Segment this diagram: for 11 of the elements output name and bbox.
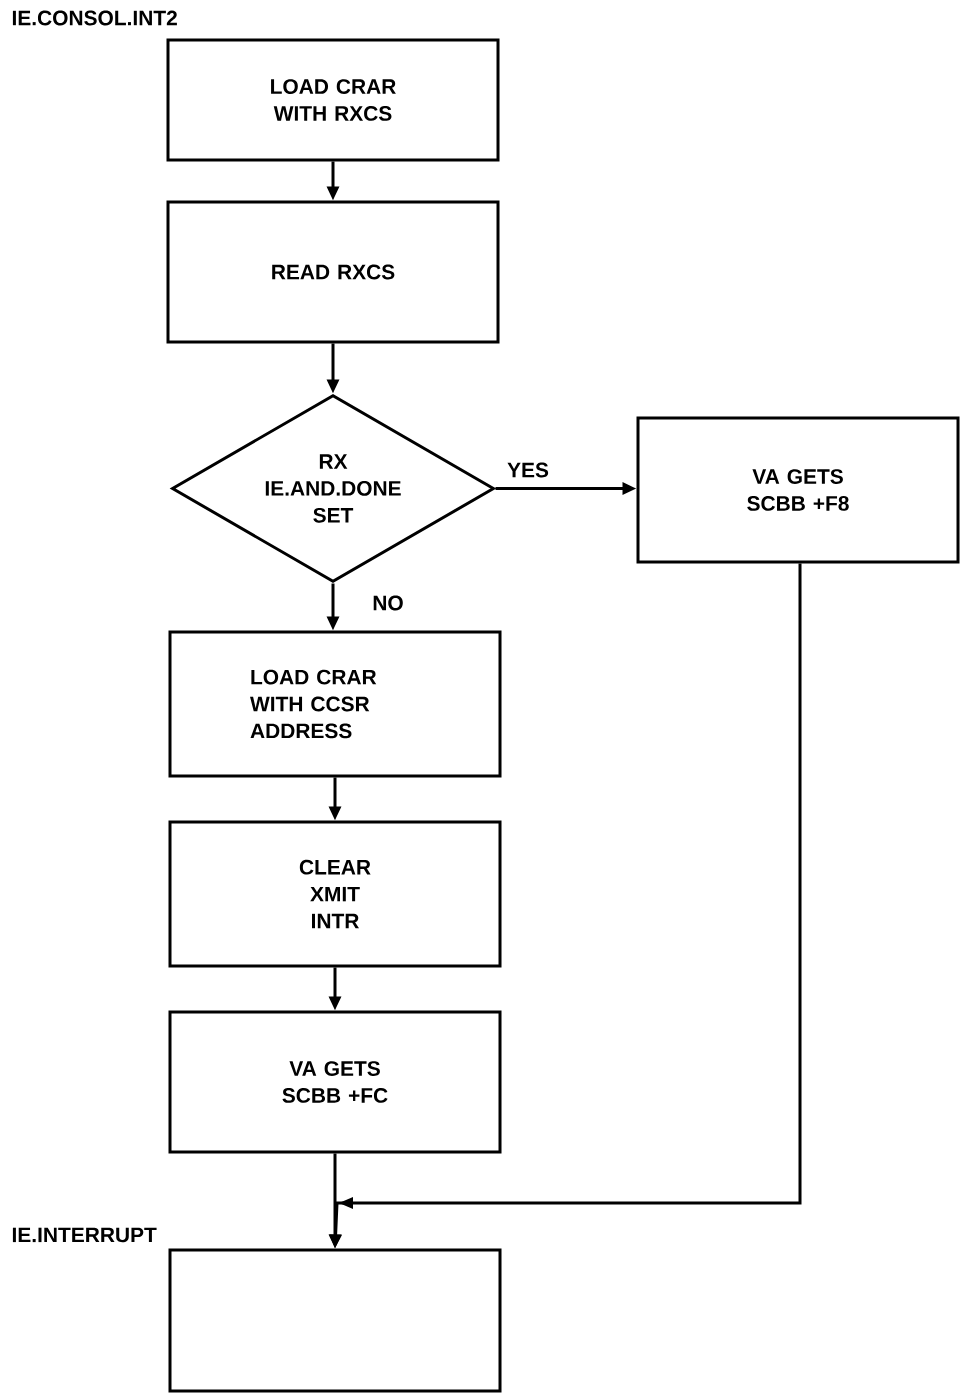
process-box: VA GETS SCBB +F8 xyxy=(636,416,960,564)
entry-label: IE.INTERRUPT xyxy=(12,1227,157,1243)
process-box: READ RXCS xyxy=(166,200,500,344)
entry-label: IE.CONSOL.INT2 xyxy=(12,10,177,26)
edge-label: YES xyxy=(506,461,550,479)
edge-label: NO xyxy=(371,594,405,612)
process-box: LOAD CRAR WITH RXCS xyxy=(166,38,500,162)
process-box xyxy=(168,1248,502,1393)
process-box: VA GETS SCBB +FC xyxy=(168,1010,502,1154)
process-box: CLEAR XMIT INTR xyxy=(168,820,502,968)
process-box: LOAD CRAR WITH CCSR ADDRESS xyxy=(168,630,502,778)
